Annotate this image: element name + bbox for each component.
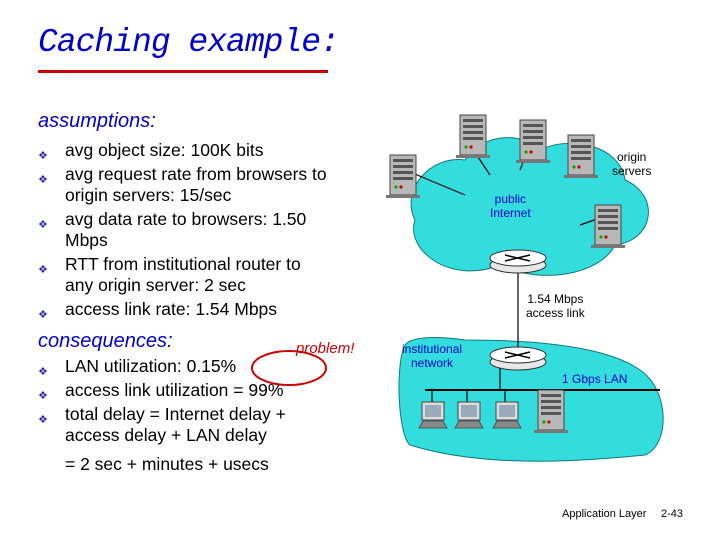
- consequences-list: ❖LAN utilization: 0.15% ❖access link uti…: [38, 356, 383, 449]
- bullet-icon: ❖: [38, 390, 48, 402]
- consequences-heading: consequences:: [38, 330, 173, 352]
- origin-server-icon: [515, 119, 551, 164]
- bullet-icon: ❖: [38, 150, 48, 162]
- problem-label: problem!: [296, 340, 355, 357]
- assumptions-list: ❖avg object size: 100K bits ❖avg request…: [38, 140, 373, 323]
- title-underline: [38, 70, 328, 73]
- bullet-icon: ❖: [38, 309, 48, 321]
- origin-server-icon: [590, 204, 626, 249]
- footer-course: Application Layer: [562, 508, 647, 520]
- lan-label: 1 Gbps LAN: [562, 372, 628, 386]
- pc-icon: [492, 401, 522, 429]
- internet-router-icon: [489, 249, 547, 274]
- total-delay-line: = 2 sec + minutes + usecs: [65, 454, 269, 474]
- origin-server-icon: [563, 134, 599, 179]
- institutional-router-icon: [489, 346, 547, 371]
- bullet-icon: ❖: [38, 264, 48, 276]
- pc-icon: [418, 401, 448, 429]
- pc-icon: [454, 401, 484, 429]
- origin-server-icon: [385, 154, 421, 199]
- problem-circle: [251, 350, 327, 386]
- institutional-server-icon: [533, 389, 569, 434]
- institutional-network-area: [398, 337, 664, 462]
- consequence-item: ❖LAN utilization: 0.15%: [38, 356, 383, 378]
- consequence-item: ❖total delay = Internet delay +access de…: [38, 404, 286, 445]
- network-diagram: [385, 114, 664, 462]
- consequence-item: ❖access link utilization = 99%: [38, 380, 383, 402]
- bullet-icon: ❖: [38, 174, 48, 186]
- slide-title: Caching example:: [38, 24, 340, 61]
- origin-server-icon: [455, 114, 491, 159]
- assumptions-heading: assumptions:: [38, 110, 156, 132]
- assumption-item: ❖avg object size: 100K bits: [38, 140, 373, 162]
- assumption-item: ❖access link rate: 1.54 Mbps: [38, 299, 373, 321]
- bullet-icon: ❖: [38, 366, 48, 378]
- bullet-icon: ❖: [38, 219, 48, 231]
- bullet-icon: ❖: [38, 414, 48, 426]
- footer-page-number: 2-43: [661, 508, 684, 520]
